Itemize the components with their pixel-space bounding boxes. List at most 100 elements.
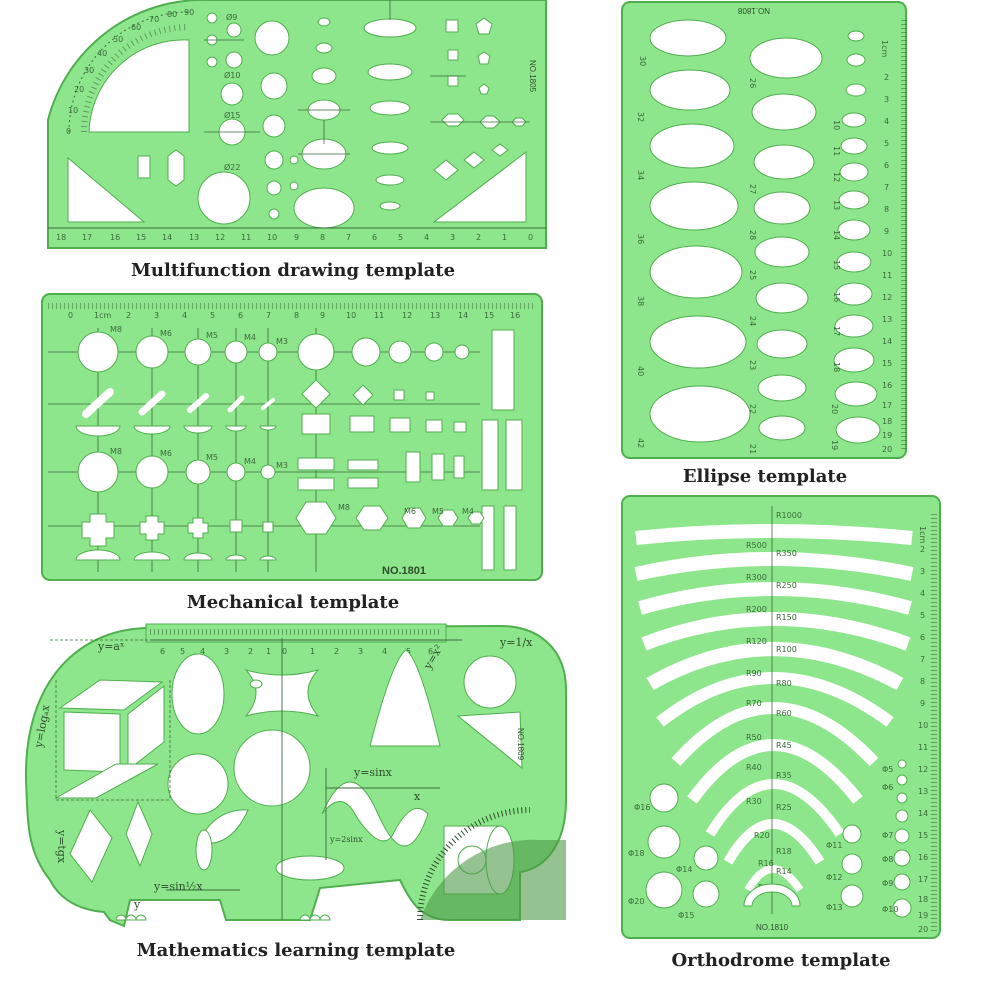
orthodrome-circles	[645, 759, 912, 918]
model-number: NO.1808	[737, 6, 770, 15]
ruler-label: 6	[238, 311, 243, 320]
ruler-label: 9	[920, 699, 925, 708]
math-cutouts	[54, 649, 523, 895]
protractor-label: 80	[167, 10, 177, 19]
ruler-label: 13	[882, 315, 892, 324]
ruler-label: 10	[267, 233, 277, 242]
size-label: M4	[462, 507, 474, 516]
formula-label: x	[414, 790, 421, 803]
mechanical-plastic	[41, 293, 543, 581]
ruler-label: 3	[884, 95, 889, 104]
ruler-label: 16	[882, 381, 892, 390]
radius-label: R90	[746, 669, 762, 678]
parallelogram	[54, 763, 159, 799]
cube-face-top	[58, 679, 164, 711]
circle-size-labels: Ø9 Ø10 Ø15 Ø22	[224, 12, 240, 172]
circle-label: Ø10	[224, 70, 240, 80]
size-label: 36	[636, 234, 645, 244]
circle-label: Ø15	[224, 110, 240, 120]
radius-label: R80	[776, 679, 792, 688]
ruler-label: 12	[215, 233, 225, 242]
size-label: 25	[748, 270, 757, 280]
ruler-label: 7	[884, 183, 889, 192]
ruler-label: 2	[126, 311, 131, 320]
orthodrome-template-drawing: R1000 R500 R350 R300 R250 R200 R150 R120…	[621, 495, 941, 939]
hexagon-cutouts	[295, 501, 485, 535]
size-label: 30	[638, 56, 647, 66]
circle-label: Φ15	[678, 911, 694, 920]
ruler-label: 16	[510, 311, 520, 320]
ruler-label: 19	[882, 431, 892, 440]
mechanical-template-drawing: 0 1cm 2 3 4 5 6 7 8 9 10 11 12 13 14 15 …	[41, 293, 543, 581]
large-ellipse-column	[649, 19, 751, 443]
radius-label: R1000	[776, 511, 802, 520]
ruler-label: 16	[918, 853, 928, 862]
circle-label: Φ11	[826, 841, 842, 850]
ruler-label: 3	[450, 233, 455, 242]
ruler-label: 8	[884, 205, 889, 214]
ruler-label: 4	[920, 589, 925, 598]
ruler-label: 9	[884, 227, 889, 236]
ruler-label: 3	[358, 647, 363, 656]
circle-label: Φ9	[882, 879, 893, 888]
ruler-label: 1cm	[918, 526, 927, 543]
protractor-label: 30	[84, 66, 94, 75]
ruler-label: 12	[402, 311, 412, 320]
protractor-ticks	[68, 11, 190, 133]
ruler-label: 20	[882, 445, 892, 454]
ruler-label: 15	[484, 311, 494, 320]
size-label: M8	[110, 447, 122, 456]
orthodrome-plastic	[621, 495, 941, 939]
size-label: M8	[110, 325, 122, 334]
radius-label: R70	[746, 699, 762, 708]
size-label: 17	[832, 326, 841, 336]
ruler-label: 1cm	[94, 311, 111, 320]
cross-cutouts	[81, 513, 274, 547]
circle-label: Φ14	[676, 865, 692, 874]
formula-label: y=sin½x	[153, 880, 203, 893]
protractor-label: 0	[66, 127, 71, 136]
radius-label: R18	[776, 847, 792, 856]
ruler-label: 4	[382, 647, 387, 656]
ruler-label: 8	[294, 311, 299, 320]
ruler-labels: 0 1cm 2 3 4 5 6 7 8 9 10 11 12 13 14 15 …	[68, 311, 520, 320]
ruler-label: 0	[282, 647, 287, 656]
ruler-label: 10	[346, 311, 356, 320]
ruler-label: 9	[294, 233, 299, 242]
small-rect-cutout	[137, 155, 151, 179]
radius-label: R250	[776, 581, 797, 590]
ruler-label: 2	[476, 233, 481, 242]
formula-label: y=sinx	[353, 766, 393, 779]
protractor-labels: 0 10 20 30 40 50 60 70 80 90	[66, 8, 194, 136]
circle-label: Φ18	[628, 849, 644, 858]
ruler-label: 17	[918, 875, 928, 884]
cube-face-right	[127, 684, 165, 772]
formula-label: y=1/x	[499, 636, 533, 649]
leaf-cutout	[197, 809, 249, 844]
ruler-labels: 6 5 4 3 2 1 0 1 2 3 4 5 6	[160, 647, 433, 656]
ellipse-template-drawing: 30 32 34 36 38 40 42 26 27 28 25 24 23 2…	[621, 1, 907, 459]
ruler-label: 6	[160, 647, 165, 656]
ruler-label: 9	[320, 311, 325, 320]
circle-label: Ø22	[224, 162, 240, 172]
ruler-label: 19	[918, 911, 928, 920]
model-number: NO.1810	[756, 923, 789, 932]
ruler-label: 17	[82, 233, 92, 242]
mechanical-template: 0 1cm 2 3 4 5 6 7 8 9 10 11 12 13 14 15 …	[40, 292, 546, 584]
size-label: M8	[338, 503, 350, 512]
ruler-label: 13	[918, 787, 928, 796]
size-label: 28	[748, 230, 757, 240]
ruler-label: 5	[180, 647, 185, 656]
multifunction-template: 0 10 20 30 40 50 60 70 80 90 Ø9	[34, 0, 552, 256]
ruler-label: 17	[882, 401, 892, 410]
formula-label: y=tgx	[55, 829, 68, 864]
ruler-label: 18	[918, 895, 928, 904]
size-label: 21	[748, 444, 757, 454]
ruler-label: 15	[882, 359, 892, 368]
protractor-label: 90	[184, 8, 194, 17]
radius-label: R30	[746, 797, 762, 806]
ruler-label: 3	[224, 647, 229, 656]
ruler-label: 5	[398, 233, 403, 242]
radius-label: R350	[776, 549, 797, 558]
diagonal-slots	[82, 388, 275, 418]
